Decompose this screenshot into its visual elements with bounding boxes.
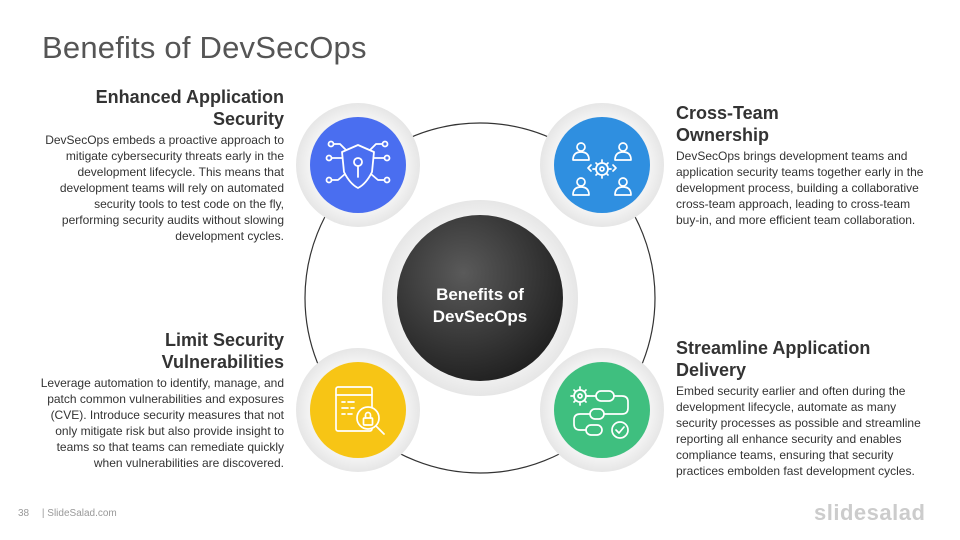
center-label-line2: DevSecOps: [432, 307, 528, 326]
brand-logo: slidesalad: [814, 500, 926, 525]
benefit-title-line1: Streamline Application: [676, 338, 871, 358]
benefit-description: DevSecOps brings development teams and a…: [676, 149, 924, 227]
team-gear-icon: [572, 142, 632, 196]
benefit-title-line2: Vulnerabilities: [161, 352, 284, 372]
benefit-delivery: Streamline Application Delivery Embed se…: [676, 337, 926, 479]
benefit-description: DevSecOps embeds a proactive approach to…: [45, 133, 284, 243]
benefit-title-line1: Limit Security: [164, 330, 284, 350]
benefit-title-line2: Security: [212, 109, 284, 129]
benefit-title-line1: Enhanced Application: [95, 87, 284, 107]
circle-ownership: [554, 117, 650, 213]
center-label-line1: Benefits of: [436, 285, 524, 304]
center-label: Benefits of DevSecOps: [398, 224, 562, 388]
benefit-vulnerabilities: Limit Security Vulnerabilities Leverage …: [40, 329, 284, 471]
slide-footer: 38 | SlideSalad.com: [18, 508, 117, 519]
benefit-title: Limit Security Vulnerabilities: [40, 329, 284, 373]
shield-circuit-icon: [325, 140, 391, 189]
center-circle: [397, 215, 563, 381]
workflow-gear-check-icon: [570, 386, 629, 439]
circle-security: [310, 117, 406, 213]
benefit-title-line2: Ownership: [676, 125, 770, 145]
circle-vulnerabilities: [310, 362, 406, 458]
benefit-description: Embed security earlier and often during …: [676, 384, 921, 478]
code-magnifier-lock-icon: [335, 386, 385, 435]
benefit-title-line1: Cross-Team: [676, 103, 779, 123]
benefit-description: Leverage automation to identify, manage,…: [40, 376, 284, 470]
footer-site: | SlideSalad.com: [41, 508, 117, 519]
benefit-ownership: Cross-Team Ownership DevSecOps brings de…: [676, 102, 926, 228]
benefit-title-line2: Delivery: [676, 360, 747, 380]
benefit-security: Enhanced Application Security DevSecOps …: [40, 86, 284, 244]
connector-ring: [304, 122, 656, 474]
slide-title: Benefits of DevSecOps: [42, 30, 367, 65]
benefit-title: Enhanced Application Security: [40, 86, 284, 130]
benefit-title: Streamline Application Delivery: [676, 337, 926, 381]
page-number: 38: [18, 508, 30, 519]
benefit-title: Cross-Team Ownership: [676, 102, 926, 146]
